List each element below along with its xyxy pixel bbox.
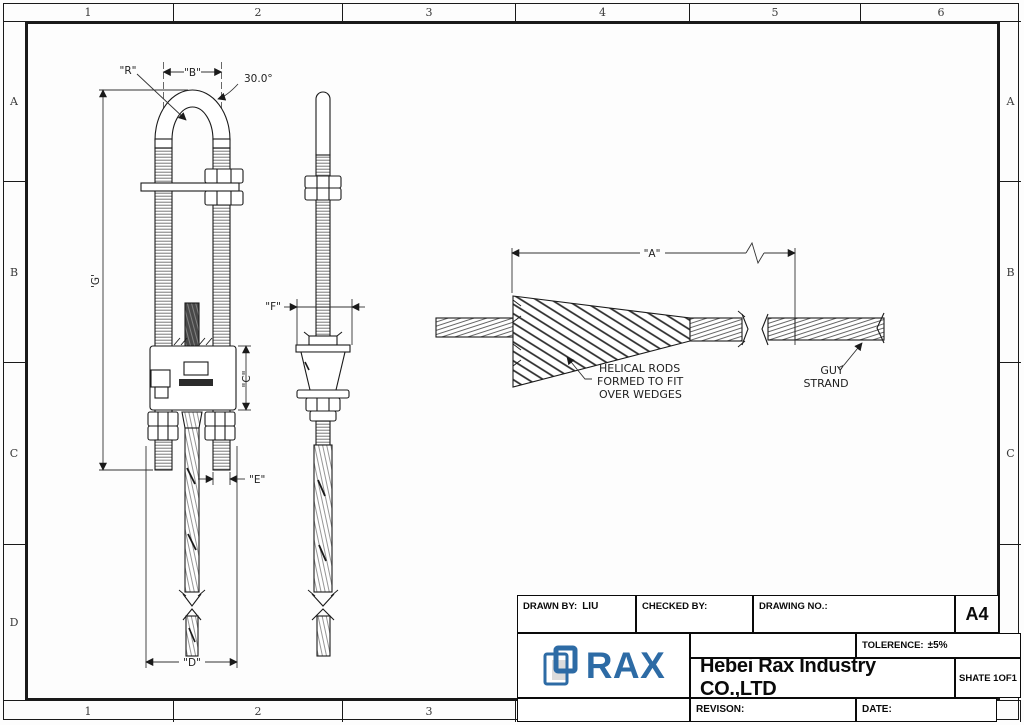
grid-row: D	[3, 545, 25, 700]
grid-row-label: A	[10, 95, 18, 108]
drawn-by-label: DRAWN BY:	[523, 601, 578, 612]
dim-label-b: "B"	[184, 67, 201, 79]
grid-col: 1	[3, 3, 174, 21]
tolerance-value: ±5%	[927, 640, 948, 651]
grid-ref-left: A B C D	[3, 22, 26, 700]
grid-row: C	[3, 363, 25, 545]
side-view-dimensions	[284, 299, 365, 345]
grid-ref-bottom: 1 2 3	[3, 700, 1021, 722]
revision-label: REVISON:	[696, 704, 745, 715]
title-block-revision-cell: REVISON:	[690, 698, 856, 722]
grid-row: C	[1000, 363, 1021, 545]
date-label: DATE:	[862, 704, 892, 715]
grid-col: 6	[861, 3, 1021, 21]
title-block-drawn-by-cell: DRAWN BY: LIU	[517, 595, 636, 633]
title-block-logo-cell: RAX	[517, 633, 690, 698]
grid-col: 5	[690, 3, 861, 21]
guy-strand-note-line1: GUY	[820, 364, 844, 377]
drawing-no-label: DRAWING NO.:	[759, 601, 828, 612]
sheet-number: SHATE 1OF1	[959, 672, 1017, 684]
grid-col: 2	[174, 701, 343, 722]
grid-col-label: 5	[771, 5, 779, 19]
grid-row-label: A	[1006, 95, 1015, 108]
helical-rods-note-line2: FORMED TO FIT	[597, 375, 683, 388]
paper-size-label: A4	[965, 603, 989, 624]
grid-col-label: 3	[425, 5, 433, 19]
title-block-empty-cell	[690, 633, 856, 658]
grid-row: B	[3, 182, 25, 363]
company-name: Hebei Rax Industry CO.,LTD	[700, 655, 876, 700]
angle-label: 30.0°	[244, 73, 273, 85]
grid-col: 2	[174, 3, 343, 21]
rax-logo-icon	[543, 645, 578, 685]
tolerance-label: TOLERENCE:	[862, 640, 924, 651]
grid-row-label: C	[1006, 447, 1015, 460]
grid-col: 1	[3, 701, 174, 722]
logo-text: RAX	[585, 644, 666, 686]
drawn-by-value: LIU	[582, 601, 599, 612]
title-block-date-cell: DATE:	[856, 698, 997, 722]
grid-col-label: 6	[937, 5, 945, 19]
title-block-empty-cell-bottom	[517, 698, 690, 722]
title-block-tolerance-cell: TOLERENCE: ±5%	[856, 633, 1021, 658]
grid-col: 3	[343, 3, 516, 21]
front-view-dimensions	[98, 67, 251, 668]
sheet-outer-border	[3, 3, 1019, 720]
title-block-drawing-no-cell: DRAWING NO.:	[753, 595, 955, 633]
title-block-paper-size-cell: A4	[955, 595, 999, 633]
dim-label-e: "E"	[249, 474, 265, 486]
grid-row-label: D	[9, 616, 19, 629]
guy-strand-note-line2: STRAND	[803, 377, 848, 390]
grid-col: 3	[343, 701, 516, 722]
dim-label-a: "A"	[644, 248, 661, 260]
grid-col-label: 4	[599, 5, 606, 19]
sheet-inner-border	[26, 22, 999, 700]
dim-label-f: "F"	[265, 301, 281, 313]
grid-col-label: 2	[254, 705, 262, 718]
grid-col	[516, 701, 1021, 722]
grid-col-label: 1	[84, 5, 92, 19]
title-block-company-cell: Hebei Rax Industry CO.,LTD	[690, 655, 955, 700]
dim-label-r: "R"	[120, 65, 137, 77]
grid-col-label: 3	[425, 705, 433, 718]
grid-row-label: B	[1006, 265, 1015, 279]
title-block-sheet-cell: SHATE 1OF1	[955, 658, 1021, 698]
dim-label-g: 'G'	[90, 274, 102, 288]
grid-col-label: 2	[254, 5, 262, 19]
detail-view-helical-grip	[435, 295, 885, 388]
helical-rods-note-line1: HELICAL RODS	[599, 362, 680, 375]
grid-row: B	[1000, 182, 1021, 363]
grid-ref-right: A B C	[999, 22, 1021, 700]
title-block-checked-by-cell: CHECKED BY:	[636, 595, 753, 633]
dim-label-d: "D"	[183, 657, 201, 669]
front-view-u-bolt-assembly	[140, 62, 244, 657]
detail-view-dimensions	[511, 241, 863, 380]
grid-ref-top: 1 2 3 4 5 6	[3, 3, 1021, 22]
checked-by-label: CHECKED BY:	[642, 601, 708, 612]
grid-row-label: C	[9, 447, 19, 460]
grid-row-label: B	[9, 265, 19, 279]
side-view-assembly	[295, 91, 351, 657]
grid-row: A	[1000, 22, 1021, 182]
grid-row: A	[3, 22, 25, 182]
dim-label-c: "C"	[241, 371, 253, 388]
grid-col: 4	[516, 3, 690, 21]
grid-col-label: 1	[84, 705, 92, 718]
helical-rods-note-line3: OVER WEDGES	[599, 388, 682, 401]
